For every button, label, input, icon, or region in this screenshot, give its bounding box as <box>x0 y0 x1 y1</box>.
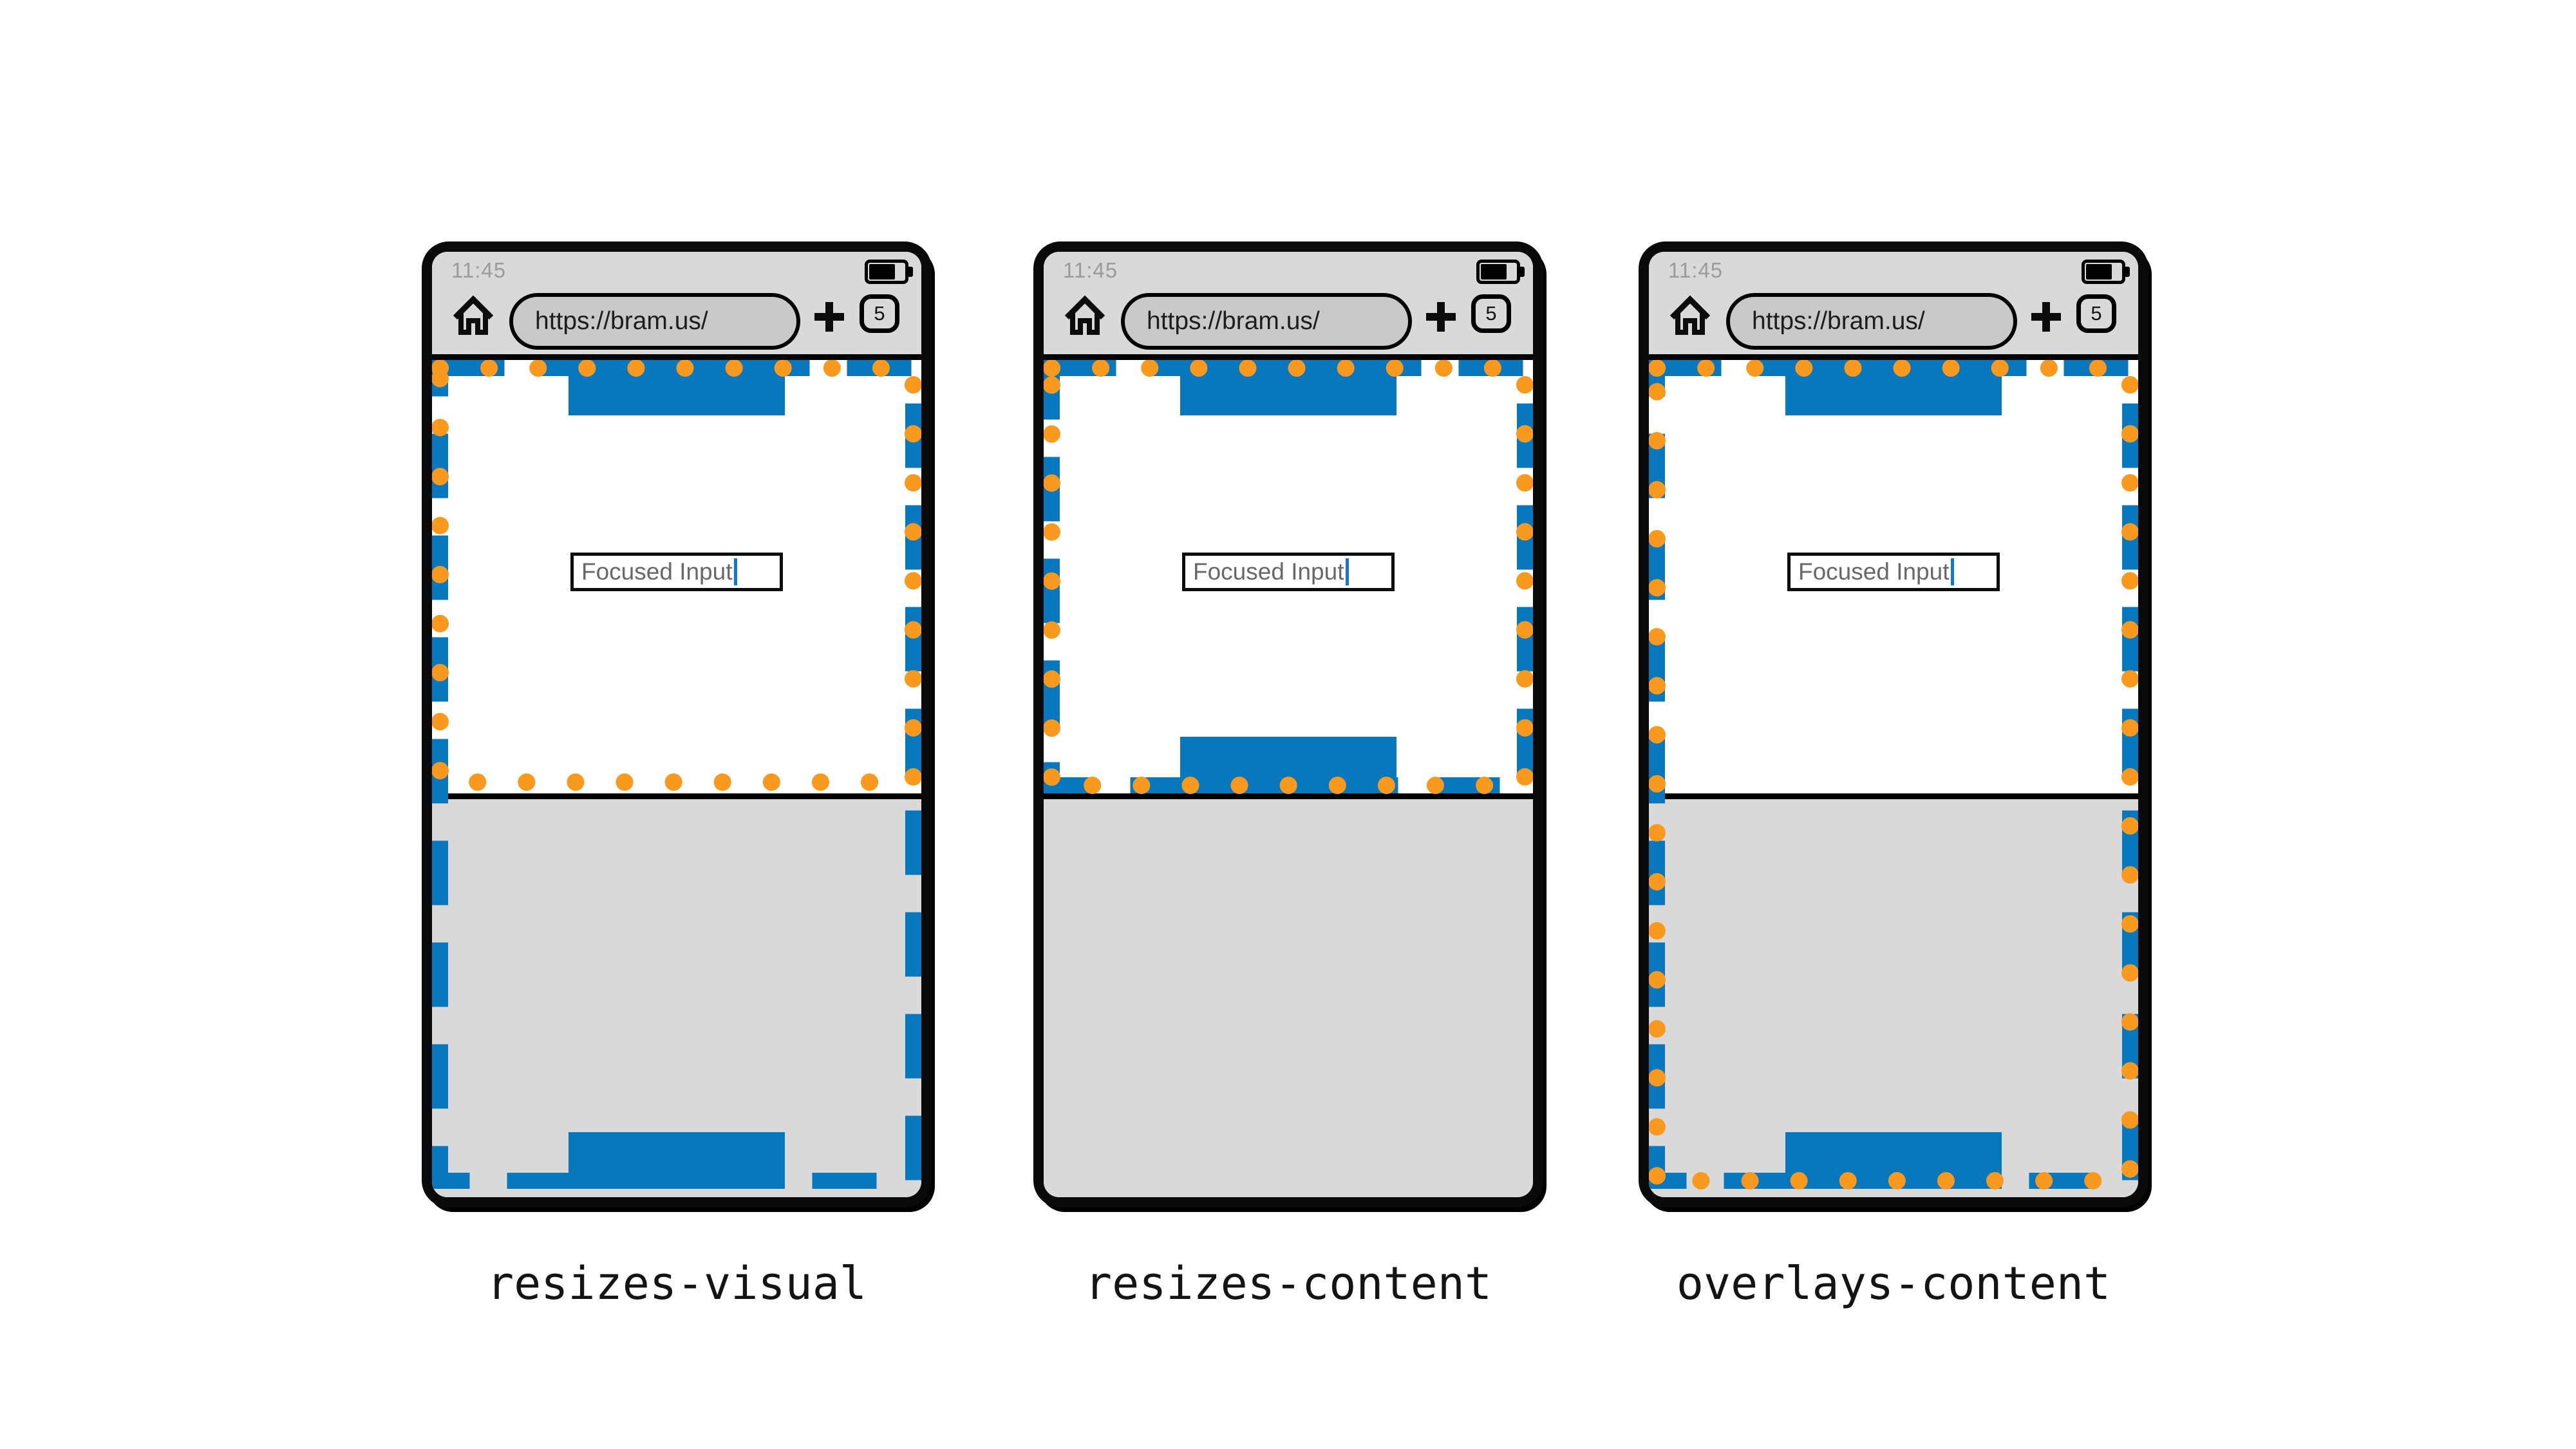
url-field[interactable]: https://bram.us/ <box>1121 293 1412 350</box>
home-icon[interactable] <box>1063 293 1107 336</box>
url-text: https://bram.us/ <box>1147 307 1320 335</box>
tab-count-button[interactable]: 5 <box>1471 294 1511 333</box>
home-icon[interactable] <box>451 293 495 336</box>
input-value: Focused Input <box>1193 558 1344 585</box>
phone-screen: Focused Input 11:45 <box>1044 252 1533 1197</box>
home-icon[interactable] <box>1668 293 1712 336</box>
battery-icon <box>1476 260 1525 284</box>
browser-chrome: 11:45 https://bram.us/ 5 <box>1044 252 1533 360</box>
focused-text-input[interactable]: Focused Input <box>1787 553 2000 591</box>
page-header-block <box>1785 360 2002 415</box>
plus-icon[interactable] <box>2031 302 2061 332</box>
page-header-block <box>1180 360 1396 415</box>
status-time: 11:45 <box>1668 258 1724 282</box>
phone-screen: Focused Input 11:45 <box>1649 252 2138 1197</box>
phone-mockup-resizes-visual: Focused Input 11:45 <box>422 242 932 1208</box>
focused-text-input[interactable]: Focused Input <box>570 553 783 591</box>
url-text: https://bram.us/ <box>1752 307 1925 335</box>
phone-mockup-overlays-content: Focused Input 11:45 <box>1639 242 2148 1208</box>
battery-level <box>2086 264 2112 279</box>
phone-label: resizes-content <box>1084 1257 1492 1310</box>
keyboard-separator <box>432 793 921 799</box>
keyboard-separator <box>1044 793 1533 799</box>
input-value: Focused Input <box>581 558 733 585</box>
phone-label: resizes-visual <box>486 1257 867 1310</box>
page-footer-block <box>569 1132 785 1189</box>
plus-icon[interactable] <box>1426 302 1456 332</box>
focused-text-input[interactable]: Focused Input <box>1182 553 1395 591</box>
battery-icon <box>2082 260 2130 284</box>
browser-chrome: 11:45 https://bram.us/ 5 <box>1649 252 2138 360</box>
tab-count-button[interactable]: 5 <box>860 294 899 333</box>
tab-count: 5 <box>1485 302 1497 325</box>
tab-count-button[interactable]: 5 <box>2076 294 2116 333</box>
text-caret <box>1951 558 1955 585</box>
page-footer-block <box>1785 1132 2002 1189</box>
page-header-block <box>569 360 785 415</box>
input-value: Focused Input <box>1798 558 1950 585</box>
browser-chrome: 11:45 https://bram.us/ 5 <box>432 252 921 360</box>
battery-nub <box>908 267 913 277</box>
keyboard-separator <box>1649 793 2138 799</box>
battery-nub <box>2125 267 2130 277</box>
tab-count: 5 <box>2091 302 2102 325</box>
url-text: https://bram.us/ <box>535 307 708 335</box>
battery-level <box>1481 264 1507 279</box>
battery-icon <box>865 260 913 284</box>
page-footer-block <box>1180 737 1396 793</box>
url-field[interactable]: https://bram.us/ <box>509 293 800 350</box>
phone-screen: Focused Input 11:45 <box>432 252 921 1197</box>
status-time: 11:45 <box>1063 258 1118 282</box>
status-time: 11:45 <box>451 258 507 282</box>
url-field[interactable]: https://bram.us/ <box>1726 293 2017 350</box>
text-caret <box>734 558 738 585</box>
tab-count: 5 <box>874 302 885 325</box>
text-caret <box>1346 558 1349 585</box>
phone-label: overlays-content <box>1676 1257 2111 1310</box>
virtual-keyboard <box>1044 799 1533 1197</box>
phone-mockup-resizes-content: Focused Input 11:45 <box>1033 242 1543 1208</box>
battery-nub <box>1520 267 1525 277</box>
plus-icon[interactable] <box>814 302 844 332</box>
battery-level <box>869 264 895 279</box>
